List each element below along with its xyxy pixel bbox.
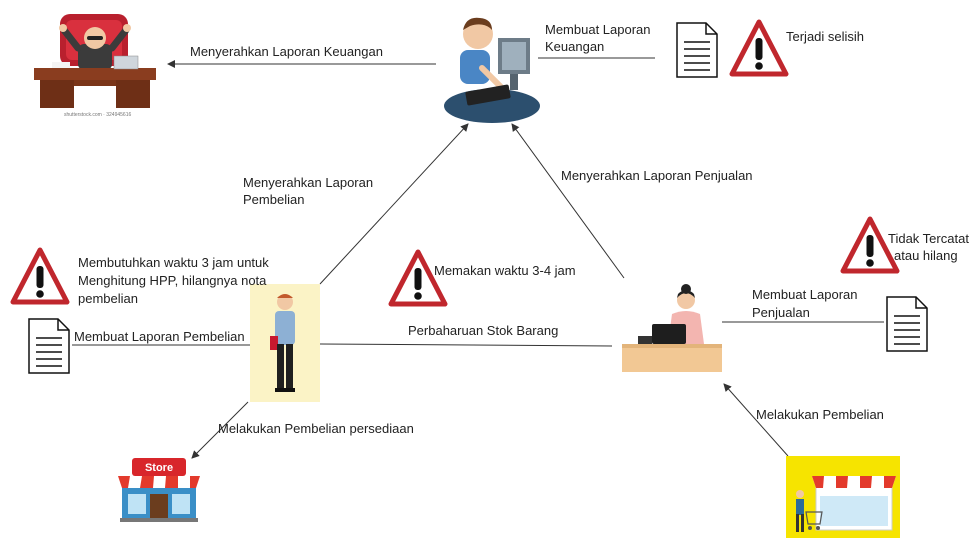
label-cashier-report-2: Penjualan bbox=[752, 305, 810, 320]
label-pembelian-up-1: Menyerahkan Laporan bbox=[243, 175, 374, 190]
warning-icon bbox=[10, 246, 70, 311]
label-keuangan-to-owner: Menyerahkan Laporan Keuangan bbox=[190, 44, 383, 59]
label-tidak-tercatat-1: Tidak Tercatat bbox=[888, 231, 969, 246]
buyer-icon bbox=[250, 284, 320, 402]
document-icon bbox=[886, 296, 928, 357]
arrow-penjualan-to-accountant bbox=[511, 123, 625, 279]
label-selisih: Terjadi selisih bbox=[786, 29, 865, 44]
watermark: shutterstock.com · 324945616 bbox=[64, 112, 132, 118]
label-accountant-report-2: Keuangan bbox=[545, 39, 605, 54]
accountant-icon bbox=[442, 10, 542, 124]
warning-icon bbox=[388, 248, 448, 313]
label-warn-3jam-3: pembelian bbox=[78, 291, 138, 306]
label-customer-buy: Melakukan Pembelian bbox=[756, 407, 884, 422]
arrow-buyer-to-store bbox=[191, 401, 249, 459]
store-sign: Store bbox=[145, 462, 173, 474]
warning-icon bbox=[729, 18, 789, 83]
cashier-icon bbox=[622, 280, 722, 372]
label-warn-3jam-1: Membutuhkan waktu 3 jam untuk bbox=[78, 255, 269, 270]
label-warn-34jam: Memakan waktu 3-4 jam bbox=[434, 263, 576, 278]
document-icon bbox=[676, 22, 718, 83]
arrow-pembelian-to-accountant bbox=[319, 123, 469, 285]
customer-shop-icon bbox=[786, 456, 900, 538]
label-stok: Perbaharuan Stok Barang bbox=[408, 323, 559, 338]
warning-icon bbox=[840, 215, 900, 280]
label-accountant-report-1: Membuat Laporan bbox=[545, 22, 651, 37]
store-icon: Store bbox=[116, 456, 202, 522]
label-warn-3jam-2: Menghitung HPP, hilangnya nota bbox=[78, 273, 267, 288]
label-pembelian-up-2: Pembelian bbox=[243, 192, 305, 207]
label-buyer-report: Membuat Laporan Pembelian bbox=[74, 329, 245, 344]
arrow-customer-to-cashier bbox=[723, 383, 789, 457]
line-stok bbox=[319, 343, 613, 347]
label-penjualan-up: Menyerahkan Laporan Penjualan bbox=[561, 168, 753, 183]
label-pembelian-persediaan: Melakukan Pembelian persediaan bbox=[218, 421, 414, 436]
label-cashier-report-1: Membuat Laporan bbox=[752, 287, 858, 302]
label-tidak-tercatat-2: atau hilang bbox=[894, 248, 958, 263]
document-icon bbox=[28, 318, 70, 379]
owner-icon bbox=[30, 8, 160, 116]
